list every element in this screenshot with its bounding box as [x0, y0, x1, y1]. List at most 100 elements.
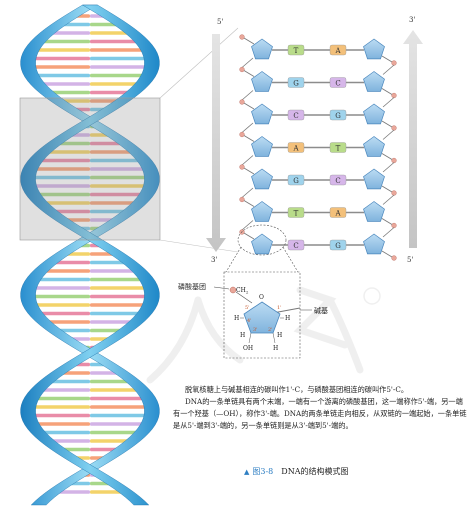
helix-rung-left — [29, 184, 91, 188]
phosphate-left — [239, 66, 245, 73]
phosphate-right — [391, 190, 397, 196]
phosphate-right — [391, 255, 397, 261]
phosphate-right — [391, 157, 397, 164]
helix-strands — [20, 4, 160, 506]
base-letter-right: C — [335, 79, 340, 87]
helix-rung-left — [40, 201, 90, 205]
helix-rung-right — [90, 320, 137, 324]
ch2-label: CH2 — [236, 287, 249, 295]
base-letter-right: A — [334, 47, 341, 55]
helix-rung-right — [90, 192, 147, 197]
helix-rung-right — [90, 311, 145, 316]
carbon-3-label: 3' — [253, 327, 258, 333]
phosphate-left — [239, 34, 245, 40]
helix-rung-right — [90, 277, 147, 282]
helix-rung-left — [33, 192, 90, 197]
helix-rung-right — [90, 422, 149, 426]
base-box-left — [287, 174, 305, 186]
helix-rung-left — [31, 73, 90, 78]
helix-rung-right — [90, 158, 145, 163]
sugar-right — [363, 201, 385, 222]
sugar-left — [251, 233, 273, 255]
helix-rung-left — [31, 422, 90, 426]
helix-strand-front — [20, 4, 160, 506]
helix-rung-right — [90, 31, 133, 35]
helix-rung-right — [90, 167, 150, 171]
figure-number: 图3-8 — [252, 467, 274, 476]
deoxyribose-pentagon — [243, 301, 281, 334]
sugar-left — [251, 38, 273, 60]
carbon-4-label: 4' — [247, 318, 252, 324]
phosphate-left — [239, 131, 245, 138]
sugar-left — [251, 103, 273, 125]
helix-rung-left — [50, 260, 90, 265]
helix-rung-left — [43, 320, 90, 324]
base-letter-right: T — [336, 144, 341, 152]
helix-rung-left — [28, 56, 90, 61]
helix-rung-left — [38, 39, 90, 44]
label-5-prime-bottom-right: 5' — [407, 256, 413, 264]
helix-rung-right — [90, 184, 151, 188]
helix-rung-left — [30, 303, 90, 307]
phosphate-right — [391, 222, 397, 229]
base-letter-left: T — [294, 47, 299, 55]
carbon-2-label: 2' — [268, 327, 273, 333]
helix-rung-left — [47, 31, 90, 35]
base-box-right — [329, 174, 347, 186]
description-line-2: DNA的一条单链具有两个末端，一端有一个游离的磷酸基团，这一端称作5'-端，另一… — [173, 397, 467, 430]
nucleotide-highlight — [223, 224, 301, 359]
sugar-right — [363, 136, 385, 157]
helix-rung-right — [90, 82, 143, 86]
label-3-prime-top-right: 3' — [409, 16, 415, 24]
base-letter-right: A — [334, 209, 341, 217]
helix-rung-right — [90, 48, 149, 52]
base-box-right — [329, 77, 347, 88]
sugar-left — [251, 201, 273, 222]
helix-rung-right — [90, 286, 151, 290]
base-letter-right: G — [335, 112, 341, 120]
helix-rung-left — [47, 439, 90, 443]
helix-rung-right — [90, 396, 149, 401]
helix-rung-left — [30, 167, 90, 171]
sugar-left — [251, 136, 273, 157]
base-box-right — [329, 207, 347, 218]
helix-rung-right — [90, 65, 152, 69]
base-box-left — [287, 109, 305, 121]
hydrogen-label-right: H — [285, 315, 290, 322]
helix-rung-right — [90, 269, 140, 273]
helix-rung-left — [28, 175, 90, 180]
helix-rung-left — [35, 158, 90, 163]
figure-description: 脱氧核糖上与碱基相连的碳叫作1'-C，与磷酸基团相连的碳叫作5'-C。 DNA的… — [173, 384, 469, 432]
base-box-right — [329, 142, 347, 153]
hydrogen-label-left: H — [234, 315, 239, 322]
base-box-right — [329, 109, 347, 121]
phosphate-right — [391, 125, 397, 131]
hydrogen-label-lower-left: H — [240, 332, 245, 339]
phosphate-dot — [229, 286, 237, 294]
figure-title: DNA的结构模式图 — [281, 467, 349, 476]
helix-rung-right — [90, 303, 150, 307]
base-letter-left: C — [293, 112, 298, 120]
helix-rung-left — [31, 396, 90, 401]
double-helix — [20, 4, 160, 506]
direction-arrow-up — [403, 30, 423, 248]
helix-rung-left — [28, 405, 90, 409]
hydroxyl-label: OH — [243, 345, 253, 352]
carbon-5-label: 5' — [245, 305, 250, 311]
helix-rung-left — [31, 48, 90, 52]
helix-rung-right — [90, 90, 134, 95]
helix-rung-right — [90, 201, 140, 205]
base-letter-left: C — [293, 242, 298, 250]
sugar-right — [363, 71, 385, 92]
phosphate-left — [239, 196, 245, 203]
base-box-right — [329, 239, 347, 251]
helix-rung-right — [90, 73, 149, 78]
hydrogen-label-lower-right: H — [277, 332, 282, 339]
helix-rung-right — [90, 175, 152, 180]
sugar-left — [251, 168, 273, 190]
phosphate-group-label: 磷酸基团 — [178, 282, 206, 291]
helix-rung-right — [90, 405, 152, 409]
phosphate-right — [391, 92, 397, 99]
